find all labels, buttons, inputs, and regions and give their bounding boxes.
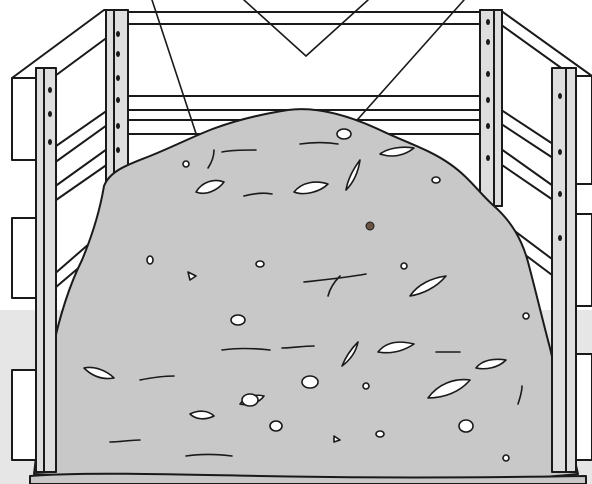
seed bbox=[366, 222, 374, 230]
front-right-post bbox=[552, 68, 592, 472]
back-right-post bbox=[480, 10, 502, 206]
back-left-post bbox=[106, 10, 128, 186]
front-left-post bbox=[12, 68, 56, 472]
